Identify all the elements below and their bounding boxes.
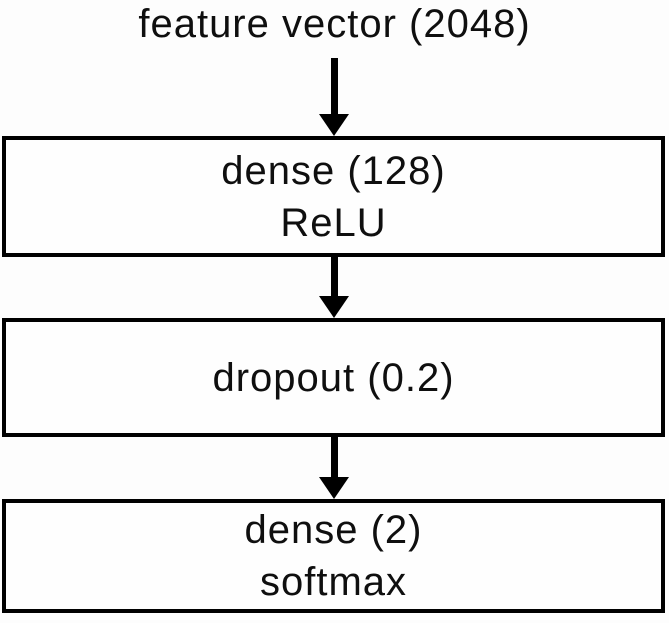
input-label: feature vector (2048) [138, 2, 531, 46]
down-arrow-icon [319, 58, 349, 136]
node-dense-relu: dense (128) ReLU [2, 136, 665, 257]
node-label: dense (2) [244, 508, 423, 552]
node-activation-label: softmax [259, 560, 408, 604]
arrow-shaft [330, 257, 338, 296]
node-dense-softmax: dense (2) softmax [2, 499, 665, 613]
arrow-head [319, 477, 349, 499]
node-label: dropout (0.2) [212, 355, 455, 400]
node-activation-label: ReLU [280, 200, 387, 245]
node-label: dense (128) [221, 148, 446, 193]
down-arrow-icon [319, 437, 349, 499]
down-arrow-icon [319, 257, 349, 318]
arrow-head [319, 296, 349, 318]
arrow-shaft [330, 437, 338, 477]
arrow-head [319, 114, 349, 136]
arrow-shaft [330, 58, 338, 114]
node-dropout: dropout (0.2) [2, 318, 665, 437]
